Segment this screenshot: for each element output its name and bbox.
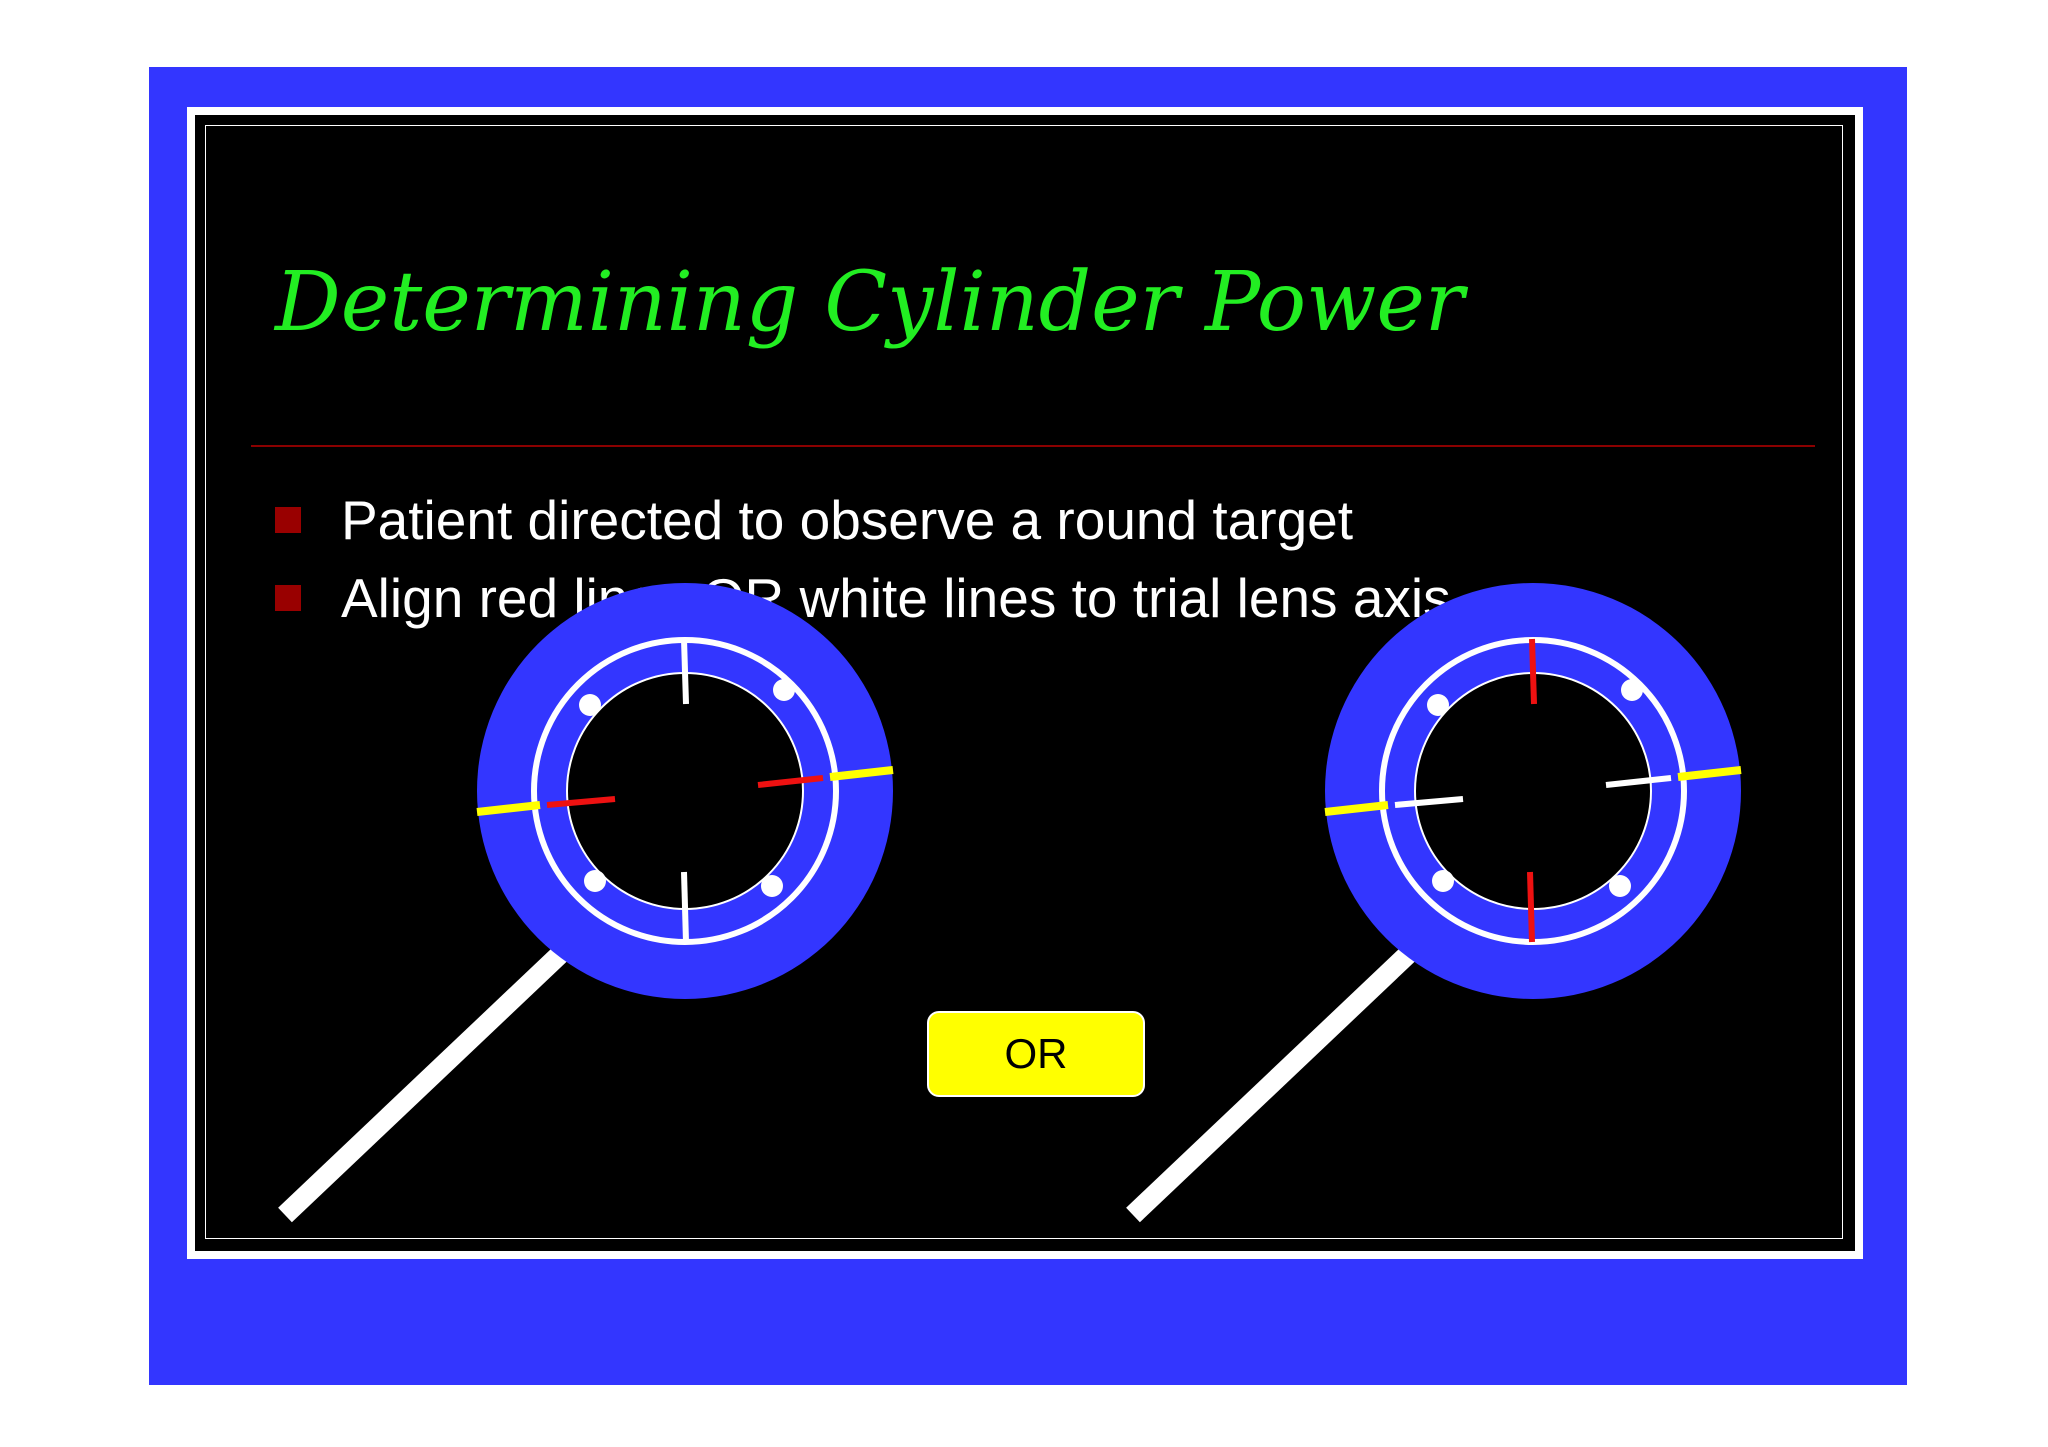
or-badge: OR — [927, 1011, 1145, 1097]
red-line — [757, 775, 824, 788]
lens-dot — [579, 694, 601, 716]
slide-content: Determining Cylinder Power Patient direc… — [195, 115, 1855, 1251]
red-line — [546, 796, 616, 808]
inner-border — [205, 125, 1843, 1239]
white-line — [1605, 775, 1672, 788]
bullet-square-icon — [275, 507, 301, 533]
lens-dot — [1609, 875, 1631, 897]
slide-frame: Determining Cylinder Power Patient direc… — [149, 67, 1907, 1385]
bullet-list: Patient directed to observe a round targ… — [275, 481, 1451, 637]
bullet-text: Align red lines OR white lines to trial … — [341, 567, 1451, 629]
axis-line — [829, 766, 894, 781]
lens-diagrams — [278, 583, 1742, 1223]
bullet-item: Align red lines OR white lines to trial … — [275, 559, 1451, 637]
bullet-square-icon — [275, 585, 301, 611]
title-divider — [251, 445, 1815, 447]
lens-dot — [1621, 679, 1643, 701]
axis-line — [476, 801, 541, 816]
lens-dot — [761, 875, 783, 897]
lens-handle — [278, 932, 582, 1223]
slide-title: Determining Cylinder Power — [275, 255, 1465, 350]
bullet-text: Patient directed to observe a round targ… — [341, 489, 1354, 551]
lens-dot — [584, 870, 606, 892]
trial-lens-icon — [278, 583, 894, 1223]
lens-dot — [1427, 694, 1449, 716]
red-line — [1529, 638, 1537, 705]
trial-lens-icon — [1126, 583, 1742, 1223]
white-line — [1394, 796, 1464, 808]
white-line — [681, 871, 689, 943]
lens-dot — [1432, 870, 1454, 892]
lens-dot — [773, 679, 795, 701]
bullet-item: Patient directed to observe a round targ… — [275, 481, 1451, 559]
axis-line — [1677, 766, 1742, 781]
slide-panel: Determining Cylinder Power Patient direc… — [187, 107, 1863, 1259]
white-line — [681, 638, 689, 705]
red-line — [1527, 871, 1535, 943]
lens-handle — [1126, 932, 1430, 1223]
axis-line — [1324, 801, 1389, 816]
